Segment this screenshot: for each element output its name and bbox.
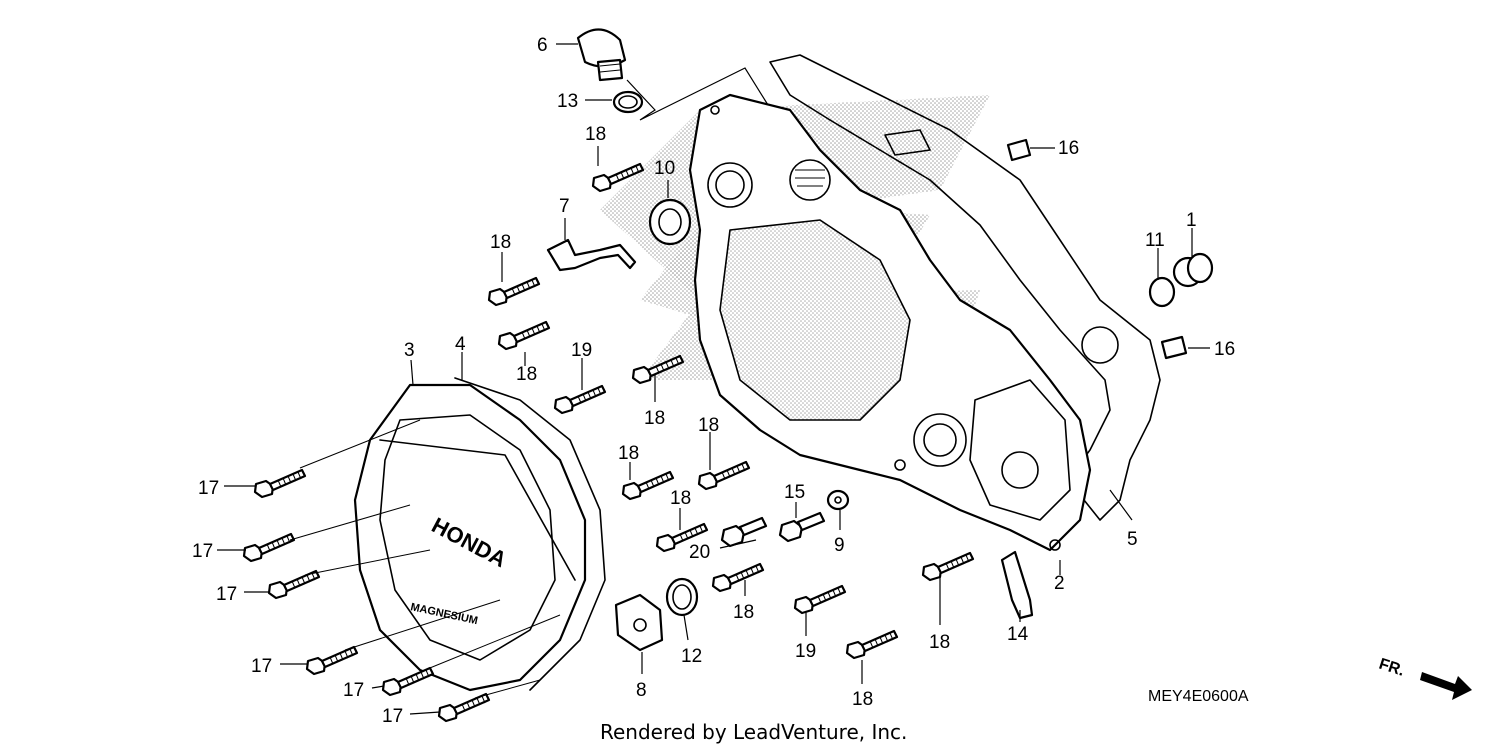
clutch-cover-3: HONDA MAGNESIUM (353, 383, 587, 692)
o-ring-11 (1148, 276, 1176, 308)
bolt-17b (242, 532, 296, 563)
callout-17: 17 (382, 706, 403, 727)
callout-17: 17 (343, 680, 364, 701)
leader-lines (217, 43, 1210, 715)
bolt-15 (778, 511, 826, 543)
bolt-17f (437, 692, 491, 723)
bolt-18h (711, 562, 765, 593)
callout-19: 19 (571, 340, 592, 361)
callout-12: 12 (681, 646, 702, 667)
o-ring-12 (665, 577, 699, 617)
callout-labels: 6 13 18 10 7 18 18 19 18 3 4 16 11 1 16 … (192, 35, 1235, 727)
callout-17: 17 (251, 656, 272, 677)
callout-19: 19 (795, 641, 816, 662)
dowel-pin-16b (1160, 335, 1188, 360)
oil-filler-cap (576, 28, 627, 82)
bolt-18b (487, 276, 541, 307)
callout-7: 7 (559, 196, 570, 217)
oil-seal-10 (648, 198, 692, 246)
callout-17: 17 (198, 478, 219, 499)
callout-20: 20 (689, 542, 710, 563)
callout-11: 11 (1145, 230, 1165, 251)
callout-18: 18 (852, 689, 873, 710)
front-label: FR. (1377, 656, 1407, 680)
callout-17: 17 (192, 541, 213, 562)
bolt-20 (720, 516, 768, 548)
bolt-18f (697, 460, 751, 491)
callout-13: 13 (557, 91, 578, 112)
callout-18: 18 (733, 602, 754, 623)
collar-1 (1172, 252, 1214, 288)
callout-14: 14 (1007, 624, 1029, 645)
plug-8 (614, 593, 664, 652)
bolt-18i (921, 551, 975, 582)
callout-17: 17 (216, 584, 237, 605)
callout-18: 18 (618, 443, 639, 464)
render-credit: Rendered by LeadVenture, Inc. (600, 720, 907, 744)
washer-9 (826, 489, 850, 511)
callout-1: 1 (1186, 210, 1197, 231)
callout-9: 9 (834, 535, 845, 556)
o-ring-13 (612, 90, 644, 114)
right-crankcase-cover (688, 93, 1092, 552)
crankcase-gasket (769, 54, 1161, 521)
front-arrow-icon (1420, 672, 1472, 700)
callout-5: 5 (1127, 529, 1138, 550)
callout-18: 18 (670, 488, 691, 509)
bolt-18j (845, 629, 899, 660)
bolt-18c (497, 320, 551, 351)
dowel-pin-16a (1006, 138, 1032, 162)
callout-18: 18 (585, 124, 606, 145)
bolt-17e (381, 666, 435, 697)
callout-18: 18 (490, 232, 511, 253)
bolt-19b (793, 584, 847, 615)
callout-16: 16 (1058, 138, 1079, 159)
callout-15: 15 (784, 482, 805, 503)
callout-16: 16 (1214, 339, 1235, 360)
cable-clamp-7 (546, 238, 637, 272)
callout-18: 18 (644, 408, 665, 429)
callout-10: 10 (654, 158, 675, 179)
callout-6: 6 (537, 35, 548, 56)
clamp-14 (1000, 550, 1034, 620)
bolt-17c (267, 569, 321, 600)
callout-2: 2 (1054, 573, 1065, 594)
clutch-cover-gasket-4 (454, 377, 606, 691)
callout-3: 3 (404, 340, 415, 361)
bolt-17a (253, 468, 307, 499)
bolt-19a (553, 384, 607, 415)
front-direction-indicator: FR. (1377, 656, 1472, 700)
callout-4: 4 (455, 334, 466, 355)
callout-18: 18 (929, 632, 950, 653)
diagram-code: MEY4E0600A (1148, 688, 1249, 705)
callout-18: 18 (516, 364, 537, 385)
bolt-17d (305, 645, 359, 676)
callout-18: 18 (698, 415, 719, 436)
callout-8: 8 (636, 680, 647, 701)
